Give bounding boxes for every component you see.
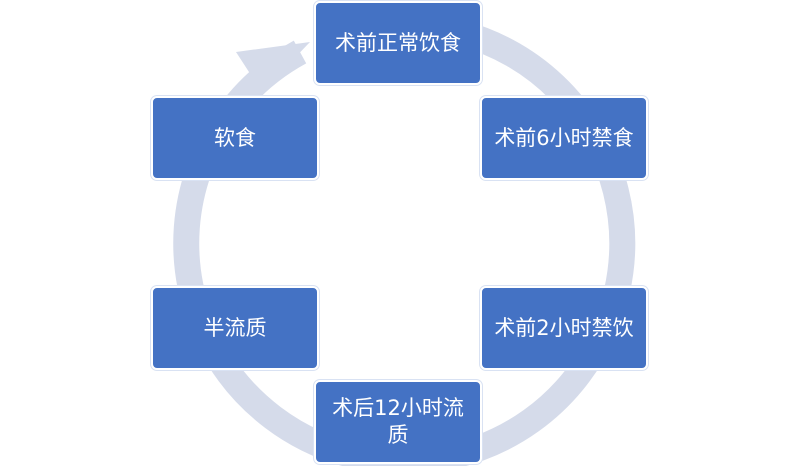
step-box-preop-2h-no-drinking: 术前2小时禁饮 [480,286,648,370]
step-label: 软食 [214,125,256,150]
step-box-soft-food: 软食 [151,96,319,180]
step-label: 术后12小时流质 [332,396,464,447]
cycle-arrow-head [236,42,310,92]
step-box-preop-normal-diet: 术前正常饮食 [314,1,482,85]
step-box-postop-12h-liquid: 术后12小时流质 [314,380,482,464]
step-box-semi-liquid: 半流质 [151,286,319,370]
step-box-preop-6h-fasting: 术前6小时禁食 [480,96,648,180]
step-label: 术前2小时禁饮 [494,315,634,340]
step-label: 半流质 [203,315,267,340]
step-label: 术前6小时禁食 [494,125,634,150]
step-label: 术前正常饮食 [335,30,461,55]
